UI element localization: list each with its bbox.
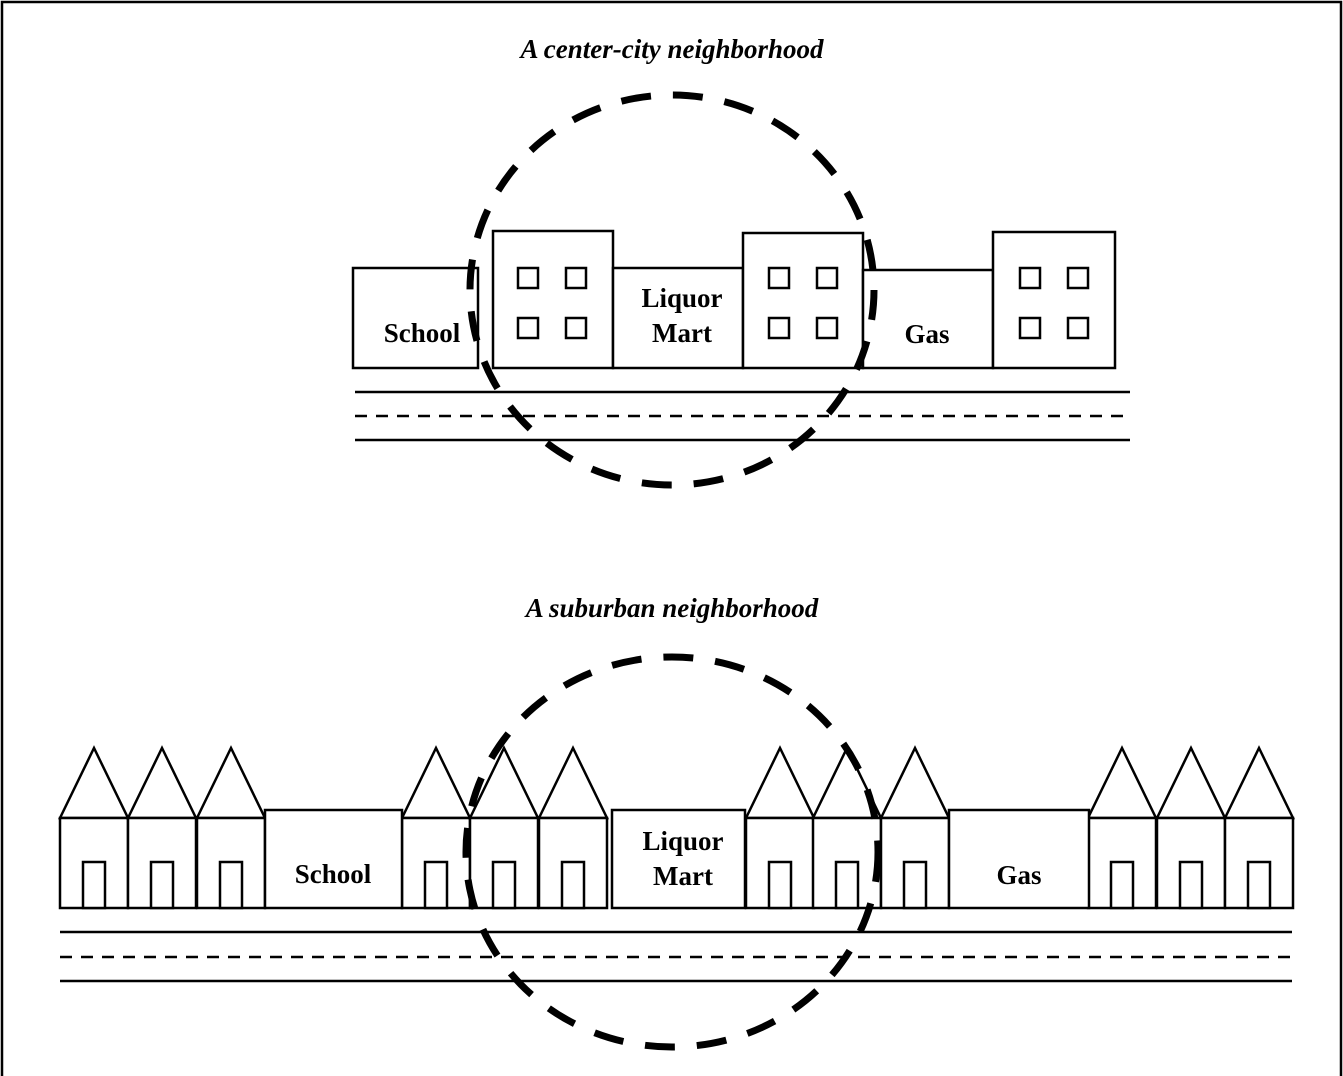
- house-icon: [195, 745, 267, 910]
- house-icon: [400, 745, 472, 910]
- house-icon: [879, 745, 951, 910]
- school-label: School: [295, 859, 372, 889]
- gas-label: Gas: [996, 860, 1041, 890]
- road-icon: [355, 390, 1130, 442]
- center-city-panel: A center-city neighborhood School Liquor…: [351, 34, 1130, 489]
- house-icon: [537, 745, 609, 910]
- gas-station-building: [861, 268, 995, 370]
- school-building: [263, 808, 404, 910]
- dashed-circle-radius-icon: [462, 653, 882, 1051]
- liquor-mart-building: [610, 808, 747, 910]
- road-icon: [60, 930, 1292, 983]
- house-row: [58, 745, 1295, 910]
- center-city-title: A center-city neighborhood: [519, 34, 824, 64]
- house-icon: [811, 745, 883, 910]
- house-icon: [1086, 745, 1158, 910]
- school-label: School: [384, 318, 461, 348]
- liquor-mart-building: [611, 266, 745, 370]
- suburban-panel: A suburban neighborhood School Liquor Ma…: [58, 593, 1295, 1051]
- house-icon: [126, 745, 198, 910]
- liquor-mart-label-line2: Mart: [653, 861, 713, 891]
- liquor-mart-label-line2: Mart: [652, 318, 712, 348]
- dashed-circle-radius-icon: [466, 91, 878, 489]
- apartment-building-icon: [741, 231, 865, 370]
- apartment-building-icon: [491, 229, 615, 370]
- suburban-title: A suburban neighborhood: [524, 593, 819, 623]
- house-icon: [58, 745, 130, 910]
- liquor-mart-label-line1: Liquor: [642, 826, 723, 856]
- house-icon: [744, 745, 816, 910]
- gas-label: Gas: [904, 319, 949, 349]
- school-building: [351, 266, 480, 370]
- apartment-building-icon: [991, 230, 1117, 370]
- liquor-mart-label-line1: Liquor: [641, 283, 722, 313]
- gas-station-building: [947, 808, 1091, 910]
- house-icon: [468, 745, 540, 910]
- house-icon: [1223, 745, 1295, 910]
- house-icon: [1155, 745, 1227, 910]
